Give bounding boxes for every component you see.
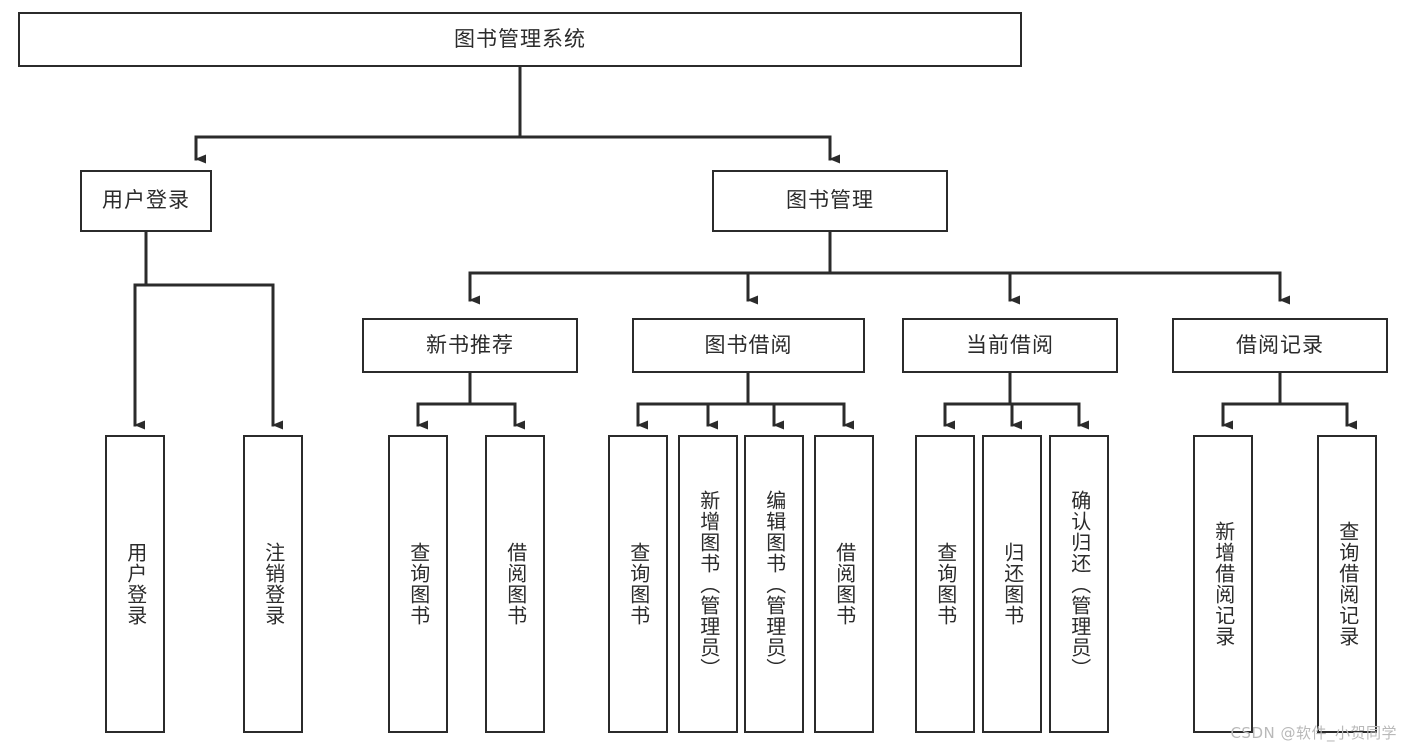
leaf-edit-book[interactable]: 编辑图书（管理员） (744, 435, 804, 733)
leaf-query-book-1[interactable]: 查询图书 (388, 435, 448, 733)
leaf-user-login[interactable]: 用户登录 (105, 435, 165, 733)
leaf-borrow-book-2[interactable]: 借阅图书 (814, 435, 874, 733)
node-current-borrow-label: 当前借阅 (966, 332, 1054, 357)
leaf-query-record[interactable]: 查询借阅记录 (1317, 435, 1377, 733)
leaf-logout-login-label: 注销登录 (261, 542, 286, 626)
node-book-borrow-label: 图书借阅 (704, 332, 793, 357)
leaf-add-record[interactable]: 新增借阅记录 (1193, 435, 1253, 733)
leaf-add-book[interactable]: 新增图书（管理员） (678, 435, 738, 733)
leaf-return-book-label: 归还图书 (1000, 542, 1025, 626)
leaf-add-record-label: 新增借阅记录 (1211, 521, 1236, 647)
leaf-borrow-book-1-label: 借阅图书 (503, 542, 528, 626)
node-user-login[interactable]: 用户登录 (80, 170, 212, 232)
node-book-borrow[interactable]: 图书借阅 (632, 318, 865, 373)
leaf-logout-login[interactable]: 注销登录 (243, 435, 303, 733)
leaf-query-record-label: 查询借阅记录 (1335, 521, 1360, 647)
node-user-login-label: 用户登录 (102, 188, 190, 213)
leaf-confirm-return-label: 确认归还（管理员） (1067, 489, 1092, 679)
node-new-book-recommend[interactable]: 新书推荐 (362, 318, 578, 373)
node-root[interactable]: 图书管理系统 (18, 12, 1022, 67)
leaf-edit-book-label: 编辑图书（管理员） (762, 489, 787, 679)
leaf-query-book-2-label: 查询图书 (626, 542, 651, 626)
leaf-query-book-2[interactable]: 查询图书 (608, 435, 668, 733)
node-borrow-record-label: 借阅记录 (1236, 332, 1324, 357)
node-book-manage[interactable]: 图书管理 (712, 170, 948, 232)
leaf-add-book-label: 新增图书（管理员） (696, 489, 721, 679)
leaf-user-login-label: 用户登录 (123, 542, 148, 626)
leaf-query-book-1-label: 查询图书 (406, 542, 431, 626)
leaf-confirm-return[interactable]: 确认归还（管理员） (1049, 435, 1109, 733)
leaf-query-book-3[interactable]: 查询图书 (915, 435, 975, 733)
node-current-borrow[interactable]: 当前借阅 (902, 318, 1118, 373)
node-root-label: 图书管理系统 (454, 26, 586, 51)
node-book-manage-label: 图书管理 (786, 188, 874, 213)
leaf-borrow-book-2-label: 借阅图书 (832, 542, 857, 626)
leaf-query-book-3-label: 查询图书 (933, 542, 958, 626)
leaf-borrow-book-1[interactable]: 借阅图书 (485, 435, 545, 733)
leaf-return-book[interactable]: 归还图书 (982, 435, 1042, 733)
node-new-book-recommend-label: 新书推荐 (426, 332, 514, 357)
node-borrow-record[interactable]: 借阅记录 (1172, 318, 1388, 373)
